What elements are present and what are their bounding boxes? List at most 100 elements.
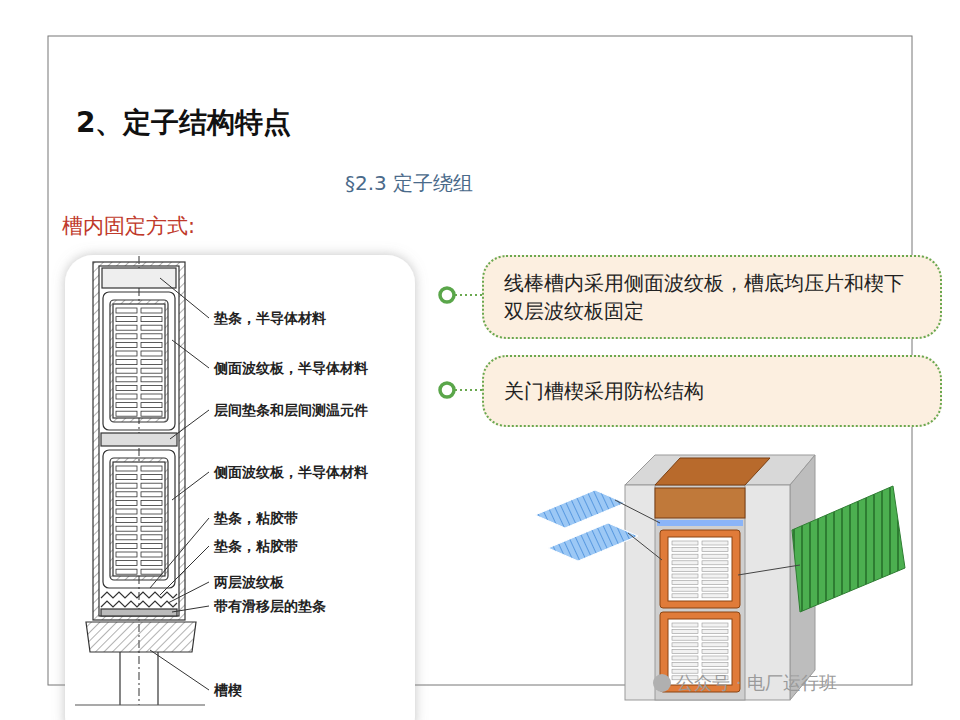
strand: [141, 552, 162, 557]
strand: [116, 569, 137, 574]
bullet-markers: [440, 288, 482, 397]
strand: [672, 561, 698, 565]
callout-text: 关门槽楔采用防松结构: [504, 377, 920, 405]
strand: [141, 509, 162, 514]
strand: [141, 334, 162, 339]
part-label: 层间垫条和层间测温元件: [214, 401, 368, 419]
strand: [116, 325, 137, 330]
strand: [141, 351, 162, 356]
strand: [672, 636, 698, 640]
part-label: 垫条，粘胶带: [214, 509, 298, 527]
strand: [116, 351, 137, 356]
strand: [141, 475, 162, 480]
strand: [672, 643, 698, 647]
strand: [141, 483, 162, 488]
strand: [141, 466, 162, 471]
strand: [702, 663, 728, 667]
strand: [141, 368, 162, 373]
strand: [672, 623, 698, 627]
strand: [141, 411, 162, 416]
strand: [672, 581, 698, 585]
strand: [116, 543, 137, 548]
strand: [141, 561, 162, 566]
strand: [116, 342, 137, 347]
strand: [702, 643, 728, 647]
strand: [116, 483, 137, 488]
strand: [116, 526, 137, 531]
strand: [672, 554, 698, 558]
subheading: 槽内固定方式:: [62, 212, 195, 240]
slot-3d-illustration: [535, 455, 905, 700]
strand: [702, 561, 728, 565]
strand: [141, 360, 162, 365]
strand: [141, 543, 162, 548]
strand: [672, 574, 698, 578]
strand: [116, 492, 137, 497]
part-label: 槽楔: [214, 681, 242, 699]
strand: [141, 403, 162, 408]
strand: [702, 541, 728, 545]
strand: [141, 308, 162, 313]
strand: [141, 492, 162, 497]
strand: [116, 518, 137, 523]
strand: [702, 594, 728, 598]
strand: [116, 552, 137, 557]
strand: [702, 656, 728, 660]
watermark: 公众号 · 电厂运行班: [676, 671, 837, 695]
strand: [141, 385, 162, 390]
strand: [116, 360, 137, 365]
strand: [702, 636, 728, 640]
strand: [702, 567, 728, 571]
strand: [702, 554, 728, 558]
strand: [702, 548, 728, 552]
strand: [672, 567, 698, 571]
part-label: 垫条，半导体材料: [214, 309, 326, 327]
strand: [702, 581, 728, 585]
strand: [141, 377, 162, 382]
section-heading: §2.3 定子绕组: [345, 170, 473, 197]
strand: [116, 368, 137, 373]
strand: [116, 500, 137, 505]
strand: [141, 526, 162, 531]
part-label: 垫条，粘胶带: [214, 537, 298, 555]
strand: [116, 411, 137, 416]
strand: [116, 308, 137, 313]
strand: [141, 342, 162, 347]
strand: [672, 656, 698, 660]
strand: [672, 541, 698, 545]
part-label: 侧面波纹板，半导体材料: [214, 463, 368, 481]
strand: [702, 623, 728, 627]
strand: [116, 385, 137, 390]
strand: [116, 535, 137, 540]
part-label: 侧面波纹板，半导体材料: [214, 359, 368, 377]
callout-box: 线棒槽内采用侧面波纹板，槽底均压片和楔下双层波纹板固定: [482, 255, 942, 339]
strand: [141, 394, 162, 399]
strand: [141, 535, 162, 540]
strand: [702, 574, 728, 578]
slot-section-drawing: [75, 256, 205, 705]
strand: [116, 509, 137, 514]
strand: [141, 325, 162, 330]
part-label: 带有滑移层的垫条: [214, 597, 326, 615]
strand: [672, 663, 698, 667]
strand: [672, 630, 698, 634]
slide-title: 2、定子结构特点: [76, 104, 291, 142]
watermark-icon: [653, 674, 671, 692]
strand: [702, 630, 728, 634]
strand: [116, 403, 137, 408]
strand: [672, 594, 698, 598]
callout-text: 线棒槽内采用侧面波纹板，槽底均压片和楔下双层波纹板固定: [504, 269, 920, 325]
strand: [702, 649, 728, 653]
strand: [702, 587, 728, 591]
figure-card: [65, 255, 415, 720]
strand: [116, 377, 137, 382]
part-label: 两层波纹板: [214, 573, 284, 591]
strand: [672, 548, 698, 552]
strand: [141, 500, 162, 505]
strand: [672, 649, 698, 653]
strand: [141, 518, 162, 523]
callout-box: 关门槽楔采用防松结构: [482, 355, 942, 427]
strand: [116, 475, 137, 480]
strand: [141, 569, 162, 574]
